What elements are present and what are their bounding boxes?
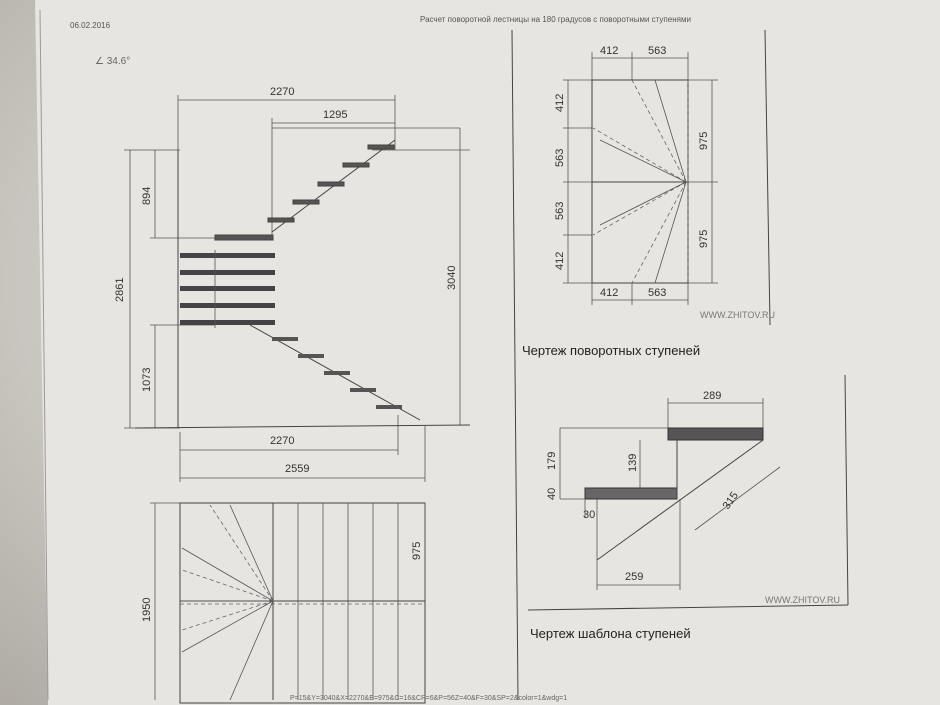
- dim-template-139: 139: [627, 454, 639, 472]
- dim-left-total: 2861: [114, 278, 126, 302]
- step-template-drawing: 289 179 40 139 30 315 259 WWW.ZHITOV.RU: [546, 390, 840, 605]
- template-watermark: WWW.ZHITOV.RU: [765, 595, 840, 605]
- dim-top-upper: 1295: [323, 109, 347, 121]
- dim-plan-left: 1950: [141, 598, 153, 622]
- dim-turn-top-b: 563: [648, 45, 666, 57]
- dim-turn-left-1: 412: [554, 94, 566, 112]
- side-view: 2270 1295 2861 894 1073 3040: [114, 86, 471, 482]
- header-title: Расчет поворотной лестницы на 180 градус…: [420, 15, 691, 24]
- dim-template-40: 40: [546, 488, 558, 500]
- dim-right-total: 3040: [446, 266, 458, 290]
- dim-turn-right-top: 975: [698, 132, 710, 150]
- dim-top-total: 2270: [270, 86, 294, 98]
- dim-plan-right: 975: [411, 542, 423, 560]
- column-divider: [511, 29, 519, 701]
- dim-turn-top-a: 412: [600, 45, 618, 57]
- dim-bottom-total: 2559: [285, 463, 309, 475]
- dim-left-upper: 894: [141, 187, 153, 205]
- right-panel-border: [764, 29, 771, 326]
- dim-template-30: 30: [583, 509, 595, 521]
- dim-bottom-inner: 2270: [270, 435, 294, 447]
- right-panel-border-lower: [844, 374, 849, 606]
- template-caption: Чертеж шаблона ступеней: [530, 626, 691, 641]
- template-baseline: [527, 604, 849, 611]
- dim-left-lower: 1073: [141, 368, 153, 392]
- dim-template-179: 179: [546, 452, 558, 470]
- turning-steps-drawing: 412 563 412 563 563 412 975 975: [554, 45, 775, 320]
- dim-template-top: 289: [703, 390, 721, 402]
- turning-steps-caption: Чертеж поворотных ступеней: [522, 343, 700, 358]
- header-date: 06.02.2016: [70, 21, 111, 30]
- dim-turn-left-3: 563: [554, 202, 566, 220]
- turning-watermark: WWW.ZHITOV.RU: [700, 310, 775, 320]
- plan-view: 1950 975: [141, 502, 426, 704]
- dim-turn-bottom-b: 563: [648, 287, 666, 299]
- dim-template-259: 259: [625, 571, 643, 583]
- sheet-edge: [39, 9, 49, 701]
- footer-params: P=15&Y=3040&X=2270&E=975&C=16&CP=6&P=56Z…: [290, 695, 567, 702]
- angle-label: ∠ 34.6°: [95, 56, 130, 67]
- paper-sheet: [35, 0, 940, 705]
- dim-turn-left-4: 412: [554, 252, 566, 270]
- dim-turn-bottom-a: 412: [600, 287, 618, 299]
- dim-turn-right-bottom: 975: [698, 230, 710, 248]
- dim-turn-left-2: 563: [554, 149, 566, 167]
